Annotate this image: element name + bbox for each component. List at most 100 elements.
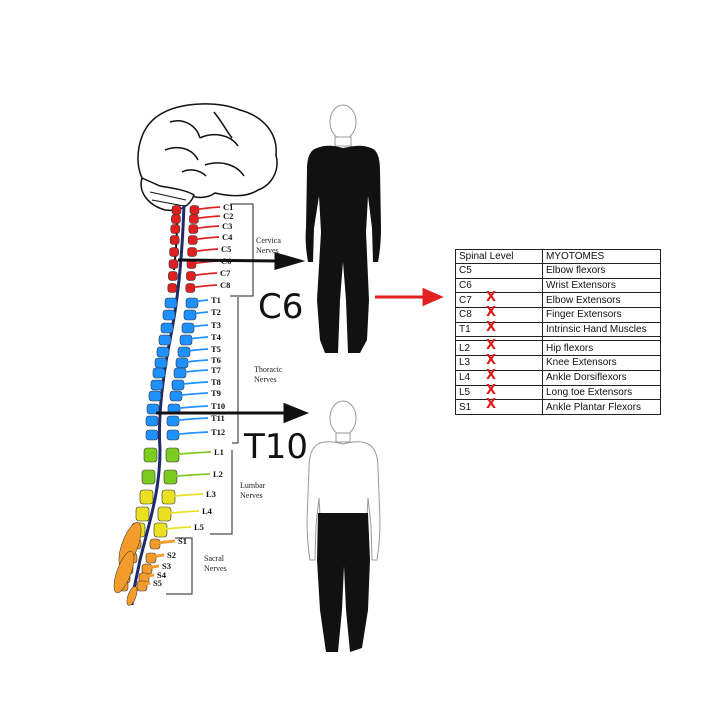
nerve-root <box>142 573 155 580</box>
nerve-label-t10: T10 <box>211 401 225 411</box>
region-label-lumbar: Lumbar <box>240 481 266 490</box>
nerve-label-s5: S5 <box>153 578 162 588</box>
x-mark-icon: X <box>486 290 497 306</box>
nerve-label-s3: S3 <box>162 561 171 571</box>
cell-myotome: Ankle Plantar Flexors <box>542 399 661 415</box>
nerve-label-l1: L1 <box>214 447 224 457</box>
cell-myotome: Finger Extensors <box>542 307 661 323</box>
header-spinal-level: Spinal Level <box>455 249 543 264</box>
vertebra-left <box>171 205 182 215</box>
nerve-root <box>190 272 218 277</box>
region-label-sacral: Sacral <box>204 554 225 563</box>
spinal-level-text: T1 <box>459 324 471 336</box>
table-spacer-row <box>455 336 661 342</box>
table-row: S1 X Ankle Plantar Flexors <box>455 397 661 415</box>
cell-myotome: Hip flexors <box>542 340 661 357</box>
region-label-cervical: Nerves <box>256 246 279 255</box>
person-c6-silhouette <box>305 104 381 353</box>
nerve-label-t6: T6 <box>211 355 221 365</box>
vertebra-left <box>164 297 178 309</box>
red-arrow <box>375 287 444 307</box>
nerve-label-c3: C3 <box>222 221 232 231</box>
nerve-label-t8: T8 <box>211 377 221 387</box>
nerve-label-c8: C8 <box>220 280 230 290</box>
x-mark-icon: X <box>486 397 497 413</box>
vertebra-left <box>158 334 172 346</box>
cell-myotome: Intrinsic Hand Muscles <box>542 321 661 338</box>
region-label-sacral: Nerves <box>204 564 227 573</box>
nerve-label-c1: C1 <box>223 202 233 212</box>
person-t10-silhouette <box>306 400 381 652</box>
nerve-label-t2: T2 <box>211 307 221 317</box>
cell-myotome: Elbow flexors <box>542 263 661 279</box>
nerve-root <box>177 369 209 374</box>
vertebra-left <box>170 224 181 234</box>
nerve-label-l3: L3 <box>206 489 216 499</box>
nerve-label-t7: T7 <box>211 365 222 375</box>
header-myotomes: MYOTOMES <box>542 249 661 264</box>
vertebra-left <box>135 506 150 522</box>
nerve-label-l2: L2 <box>213 469 223 479</box>
vertebra-left <box>145 415 159 427</box>
nerve-root <box>189 299 209 304</box>
brain-outline <box>137 103 278 271</box>
vertebrae <box>113 205 200 606</box>
region-brackets <box>166 203 254 595</box>
cell-spinal-level: C6 <box>455 277 543 294</box>
vertebra-left <box>152 367 166 379</box>
cell-spinal-level: L5 X <box>455 382 543 401</box>
x-mark-icon: X <box>486 305 497 321</box>
vertebra-left <box>154 357 168 369</box>
nerve-root <box>192 236 220 241</box>
nerve-label-c2: C2 <box>223 211 233 221</box>
vertebra-left <box>160 322 174 334</box>
nerve-label-s2: S2 <box>167 550 176 560</box>
cell-myotome: Ankle Dorsiflexors <box>542 369 661 386</box>
spinal-level-text: L2 <box>459 342 471 354</box>
nerve-label-c4: C4 <box>222 232 233 242</box>
vertebra-left <box>171 214 181 224</box>
table-row: L3 X Knee Extensors <box>455 353 661 371</box>
nerve-root <box>173 392 209 397</box>
spinal-level-text: L3 <box>459 357 471 369</box>
cell-myotome: Knee Extensors <box>542 355 661 371</box>
spinal-level-text: S1 <box>459 401 472 413</box>
table-header-row: Spinal Level MYOTOMES <box>455 249 661 264</box>
nerve-root <box>193 215 221 220</box>
nerve-root <box>167 473 211 478</box>
nerve-label-l5: L5 <box>194 522 204 532</box>
vertebra-left <box>167 283 178 293</box>
spinal-level-text: C7 <box>459 294 472 306</box>
spinal-level-text: L5 <box>459 386 471 398</box>
vertebra-left <box>139 489 154 505</box>
sacrum-segment <box>113 550 135 594</box>
t10-injury-label: T10 <box>244 427 309 467</box>
vertebra-left <box>169 247 179 257</box>
nerve-root <box>157 526 192 531</box>
vertebra-left <box>145 429 159 441</box>
x-mark-icon: X <box>486 353 497 369</box>
nerve-label-t5: T5 <box>211 344 221 354</box>
spinal-level-text: C8 <box>459 309 472 321</box>
nerve-root <box>179 359 209 364</box>
x-mark-icon: X <box>486 367 497 383</box>
nerve-label-s4: S4 <box>157 570 167 580</box>
x-mark-icon: X <box>486 382 497 398</box>
nerve-root <box>189 284 218 289</box>
nerve-root <box>139 581 151 588</box>
nerve-root <box>175 381 209 386</box>
nerve-label-c7: C7 <box>220 268 231 278</box>
region-label-lumbar: Nerves <box>240 491 263 500</box>
nerve-label-t4: T4 <box>211 332 222 342</box>
vertebra-left <box>168 259 179 269</box>
nerve-label-t9: T9 <box>211 388 221 398</box>
injury-arrows <box>156 252 310 424</box>
vertebra-left <box>162 309 176 321</box>
nerve-label-t1: T1 <box>211 295 221 305</box>
nerve-label-t11: T11 <box>211 413 225 423</box>
